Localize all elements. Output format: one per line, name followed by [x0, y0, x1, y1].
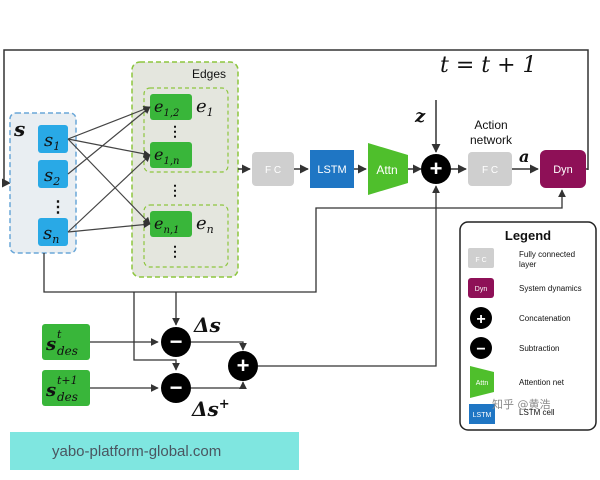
time-update-label: t = t + 1	[440, 53, 537, 78]
edge-dots-1: ⋮	[168, 123, 182, 139]
svg-text:Dyn: Dyn	[475, 286, 488, 293]
concat-node-main: +	[421, 154, 451, 184]
delta-s-plus-label: Δs+	[191, 397, 230, 421]
svg-text:s2: s2	[44, 165, 60, 188]
z-label: z	[414, 106, 426, 127]
svg-text:en,1: en,1	[154, 214, 179, 236]
delta-s-label: Δs	[193, 313, 221, 337]
svg-text:Attn: Attn	[476, 380, 489, 387]
svg-text:+: +	[476, 311, 485, 328]
svg-text:Attn: Attn	[376, 163, 397, 177]
action-network-label-2: network	[470, 133, 513, 147]
svg-text:e1,2: e1,2	[154, 97, 179, 119]
edge-label-e1: e1	[196, 96, 214, 119]
svg-text:−: −	[476, 341, 485, 358]
svg-text:sn: sn	[43, 223, 59, 246]
legend-title: Legend	[505, 228, 551, 243]
edge-label-en: en	[196, 213, 214, 236]
svg-text:Dyn: Dyn	[553, 164, 573, 176]
state-node-s1: s1	[38, 125, 68, 153]
action-network-label-1: Action	[474, 118, 507, 132]
state-node-s2: s2	[38, 160, 68, 188]
state-dots: ⋮	[50, 199, 66, 216]
watermark-banner: yabo-platform-global.com	[10, 432, 299, 470]
attention-net: Attn	[368, 143, 408, 195]
svg-text:LSTM: LSTM	[473, 412, 492, 419]
lstm-cell: LSTM	[310, 150, 354, 188]
delta-to-main-concat-line	[258, 185, 440, 367]
svg-text:Concatenation: Concatenation	[519, 314, 571, 323]
edge-subgroup-e1	[143, 87, 229, 173]
state-group-label: s	[13, 117, 25, 141]
svg-text:+: +	[430, 156, 443, 181]
svg-text:Attention net: Attention net	[519, 378, 565, 387]
state-to-sub2-line	[133, 292, 180, 371]
watermark-site: yabo-platform-global.com	[52, 442, 222, 460]
watermark-credit: 知乎 @黄浩	[492, 398, 551, 411]
svg-text:e1,n: e1,n	[154, 145, 179, 167]
system-dynamics: Dyn	[540, 150, 586, 188]
fc-layer-2: F C	[468, 152, 512, 186]
edge-dots-3: ⋮	[168, 243, 182, 259]
svg-text:Subtraction: Subtraction	[519, 344, 559, 353]
sdes-t1-node: s t+1 des	[42, 370, 90, 406]
edge-node-e1n: e1,n	[150, 142, 192, 168]
edge-subgroup-en	[143, 204, 229, 268]
state-node-sn: sn	[38, 218, 68, 246]
svg-text:s: s	[45, 334, 56, 355]
state-edge-connections	[67, 106, 151, 233]
legend-item-concat: + Concatenation	[470, 307, 571, 329]
edges-title: Edges	[192, 67, 226, 81]
svg-text:layer: layer	[519, 260, 537, 269]
subtraction-node-1: −	[161, 327, 191, 357]
feedback-loop-line	[1, 49, 589, 188]
legend: Legend F C Fully connected layer Dyn Sys…	[459, 221, 597, 431]
svg-text:Fully connected: Fully connected	[519, 250, 575, 259]
sub1-to-concat-line	[191, 341, 247, 351]
state-to-dyn-line	[43, 189, 566, 293]
edge-node-en1: en,1	[150, 211, 192, 237]
edge-node-e12: e1,2	[150, 94, 192, 120]
legend-item-attn: Attn Attention net	[470, 366, 565, 398]
svg-text:+: +	[237, 353, 250, 378]
svg-text:des: des	[57, 344, 78, 358]
svg-text:−: −	[170, 375, 183, 400]
edge-dots-2: ⋮	[168, 182, 182, 198]
legend-item-dyn: Dyn System dynamics	[468, 278, 582, 298]
legend-item-sub: − Subtraction	[470, 337, 559, 359]
concat-node-delta: +	[228, 351, 258, 381]
svg-text:F C: F C	[265, 165, 281, 176]
svg-text:LSTM: LSTM	[317, 164, 346, 176]
svg-text:s: s	[45, 380, 56, 401]
svg-text:−: −	[170, 329, 183, 354]
svg-text:des: des	[57, 390, 78, 404]
sub2-to-concat-line	[191, 381, 247, 390]
svg-text:t: t	[57, 328, 62, 341]
legend-item-lstm: LSTM LSTM cell	[469, 404, 555, 424]
sdes-t-node: s t des	[42, 324, 90, 360]
legend-item-fc: F C Fully connected layer	[468, 248, 575, 269]
svg-text:F C: F C	[482, 165, 498, 176]
svg-text:F C: F C	[475, 257, 486, 264]
svg-text:LSTM cell: LSTM cell	[519, 408, 555, 417]
subtraction-node-2: −	[161, 373, 191, 403]
svg-text:s1: s1	[44, 130, 60, 153]
fc-layer-1: F C	[252, 152, 294, 186]
action-a-label: a	[519, 147, 529, 166]
svg-text:System dynamics: System dynamics	[519, 284, 582, 293]
svg-text:t+1: t+1	[57, 374, 78, 387]
